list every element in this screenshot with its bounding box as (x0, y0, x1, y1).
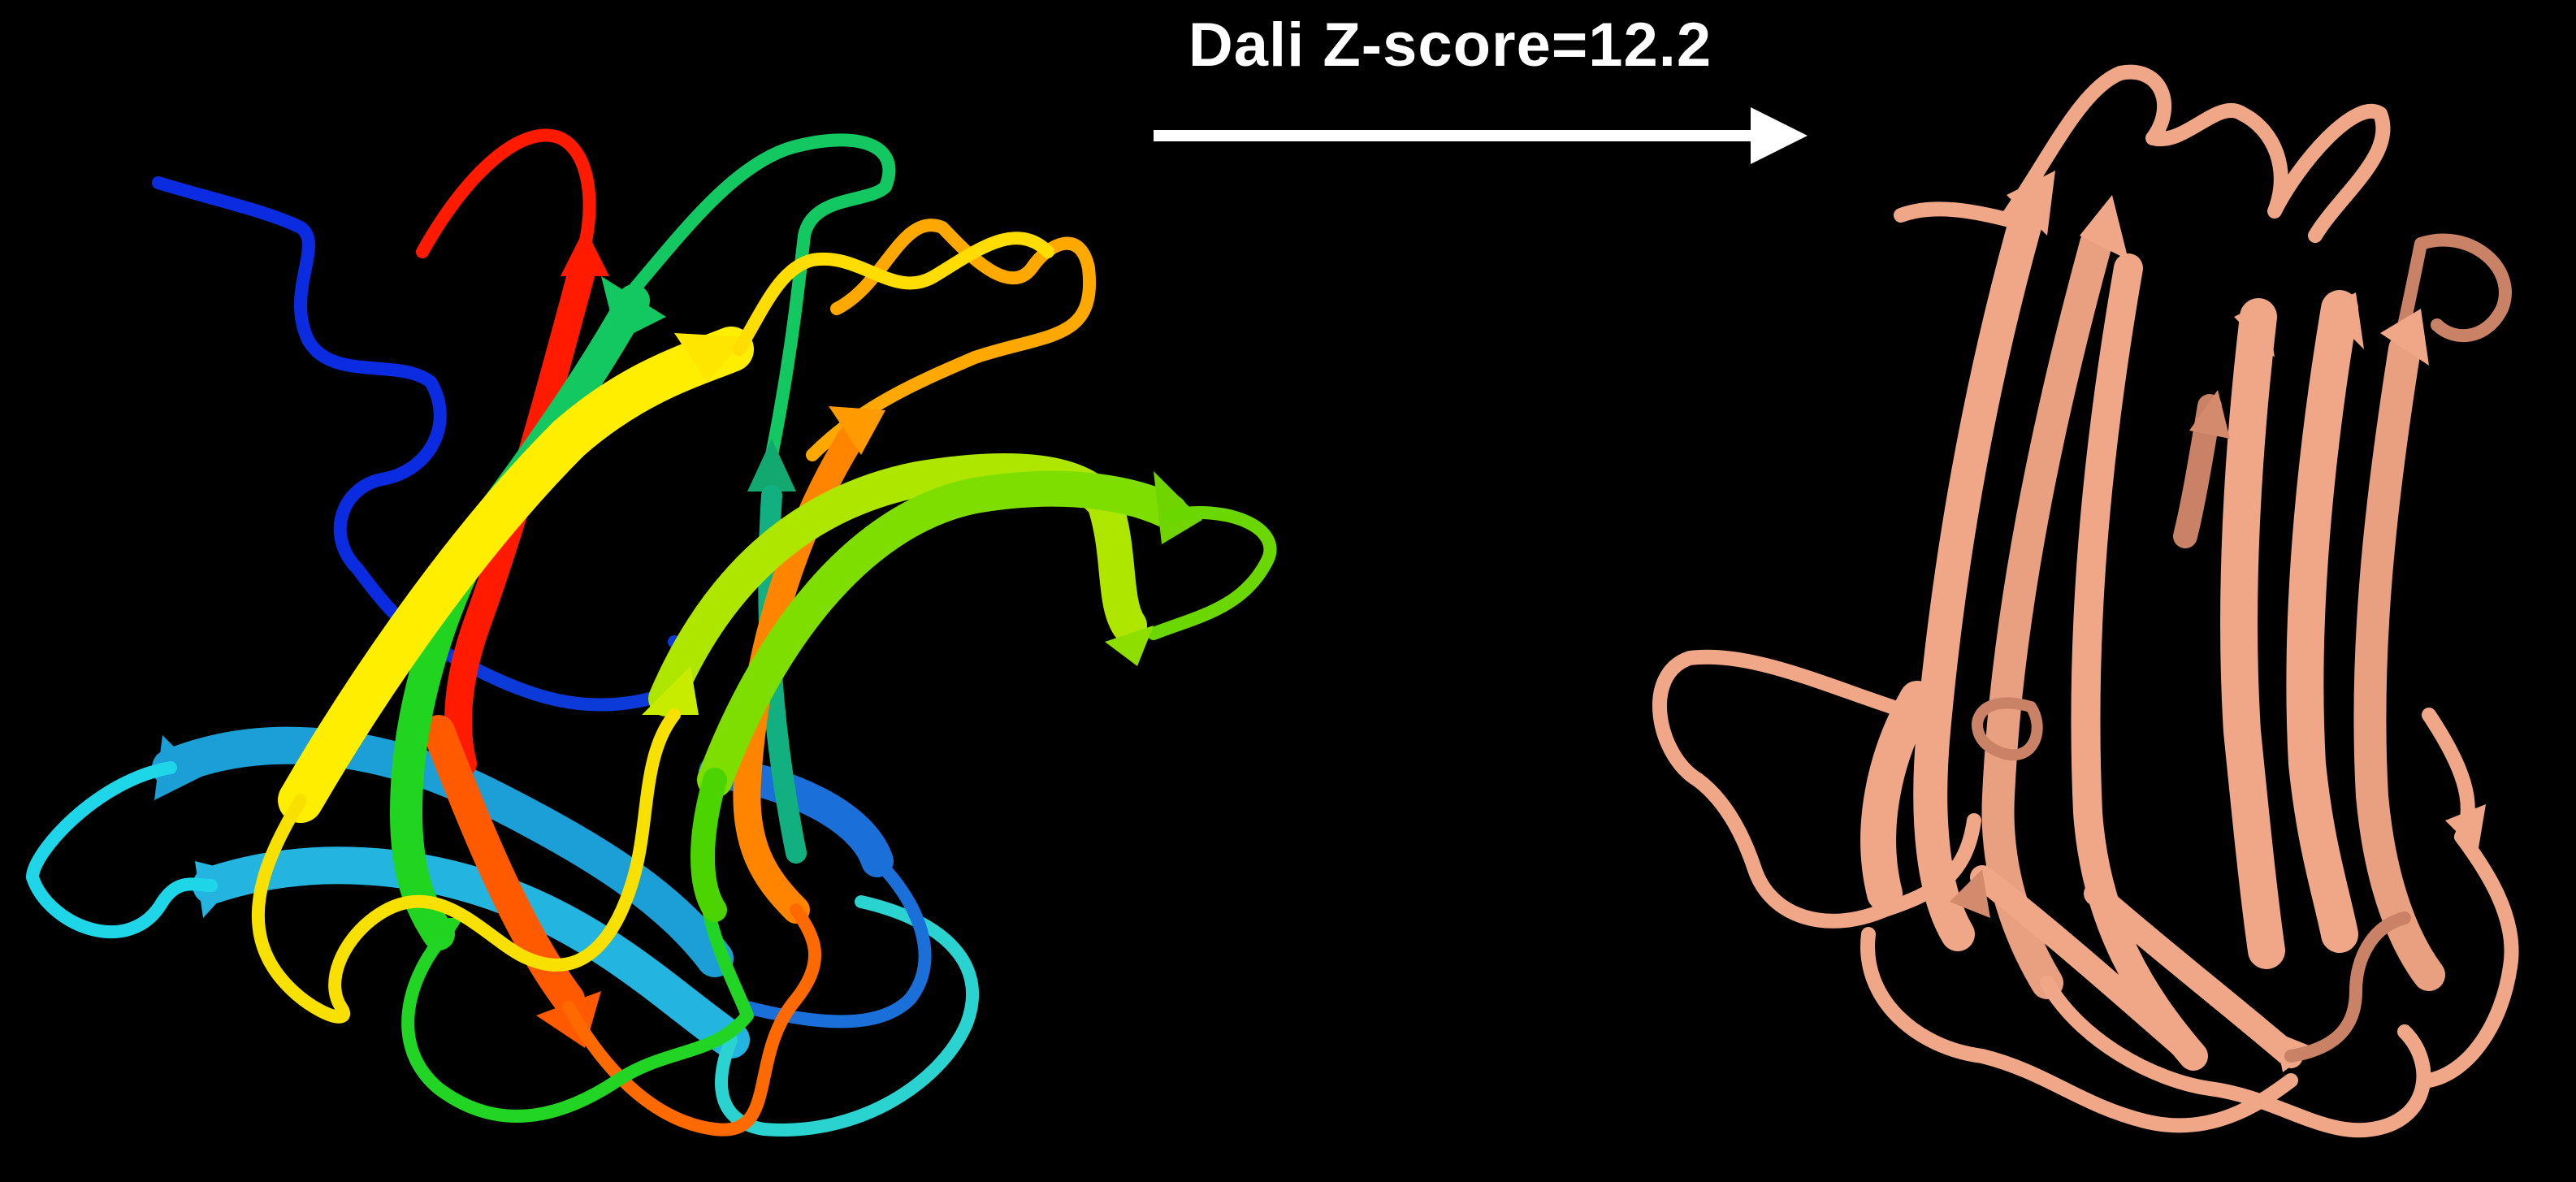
coil-cyan-bottom (715, 895, 979, 1137)
coil-yellow-top (733, 232, 1054, 356)
strand-left-4 (1860, 681, 1935, 911)
strand-yellow (278, 327, 754, 823)
strand-red-head (561, 227, 609, 276)
strand-green-arch (697, 470, 1188, 798)
strand-diag-2 (2084, 881, 2303, 1068)
coil-bottom-3 (2284, 911, 2411, 1063)
strand-right-tip-head (2445, 804, 2486, 853)
strand-green-top-head (601, 276, 666, 341)
strand-right-4-head (2189, 390, 2230, 439)
strand-right-1 (2220, 298, 2285, 969)
coil-green-bottom (401, 855, 754, 1123)
coil-right-loop (2422, 708, 2519, 1088)
strand-right-2 (2286, 290, 2358, 953)
coil-orange-top (806, 219, 1097, 461)
strand-right-2-head (2323, 292, 2364, 349)
coil-bottom-1 (1860, 927, 2298, 1133)
strand-yellowgreen-head (642, 666, 699, 715)
strand-red (444, 246, 599, 777)
coil-mid-left (1972, 697, 2043, 761)
strand-yellow-head (674, 333, 747, 382)
strand-right-3 (2353, 333, 2445, 991)
strand-yellowgreen-arch (648, 453, 1147, 717)
coil-top-left (1894, 64, 2249, 227)
strand-diag-1 (1970, 865, 2206, 1068)
right-protein-structure (1652, 64, 2519, 1138)
strand-lime-head (1105, 626, 1154, 666)
strand-green-long-head (414, 918, 463, 950)
alignment-arrow (1154, 107, 1808, 164)
strand-lime-down (691, 768, 727, 922)
strand-green-arch-head (1154, 471, 1202, 544)
strand-left-3 (2071, 253, 2208, 1071)
z-score-label: Dali Z-score=12.2 (1188, 11, 1712, 80)
coil-left-loop (1652, 649, 1981, 929)
coil-green-loop (1147, 506, 1277, 640)
strand-cyan-2-head (195, 861, 244, 918)
strand-bottom-head (1950, 869, 1990, 918)
coil-bottom-2 (2040, 976, 2431, 1138)
strand-right-1-head (2234, 301, 2275, 357)
left-protein-structure (26, 128, 1277, 1137)
coil-green-top (611, 133, 896, 461)
strand-left-1 (1913, 186, 2048, 951)
strand-teal-head (747, 439, 796, 491)
arrow-head (1751, 107, 1808, 164)
coil-top-right (2235, 104, 2391, 243)
strand-right-3-head (2380, 309, 2429, 366)
coil-n-terminus (152, 176, 461, 665)
strand-left-2-head (2080, 195, 2128, 260)
strand-cyan-1 (152, 726, 734, 977)
strand-orange-head (829, 406, 885, 455)
coil-cyan (26, 761, 218, 939)
strand-cyan-1-head (154, 735, 203, 800)
coil-blue-right (741, 855, 932, 1028)
strand-orange-red (422, 715, 585, 1015)
coil-yellow-bottom (251, 708, 681, 1024)
coil-red-top (416, 128, 596, 258)
strand-left-1-head (2007, 171, 2055, 236)
